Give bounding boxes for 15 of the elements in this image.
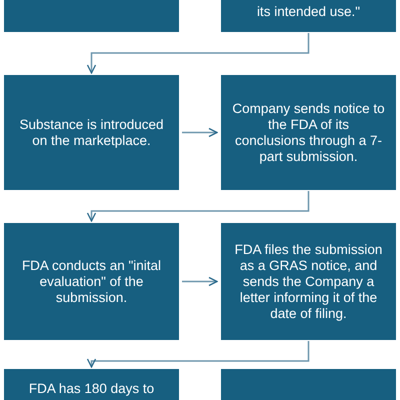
- process-box: [221, 223, 396, 340]
- arrow: [86, 341, 310, 368]
- step-text: Substance is introduced on the marketplace.: [18, 116, 165, 148]
- arrow: [182, 276, 218, 286]
- step-text: Company sends notice to the FDA of its conclusions through a 7-part submission.: [232, 100, 385, 164]
- process-box: [4, 223, 179, 340]
- arrow: [86, 191, 310, 222]
- step-text: its intended use.": [256, 4, 360, 20]
- process-box: [4, 75, 179, 190]
- process-box: [221, 75, 396, 190]
- arrow: [86, 33, 310, 74]
- step-text: FDA files the submission as a GRAS notice, and sends the Company a letter informing it of the date of filing.: [234, 242, 384, 322]
- step-text: FDA conducts an "inital evaluation" of the submission.: [20, 258, 162, 306]
- step-text: FDA has 180 days to: [28, 381, 154, 397]
- arrow: [182, 128, 218, 138]
